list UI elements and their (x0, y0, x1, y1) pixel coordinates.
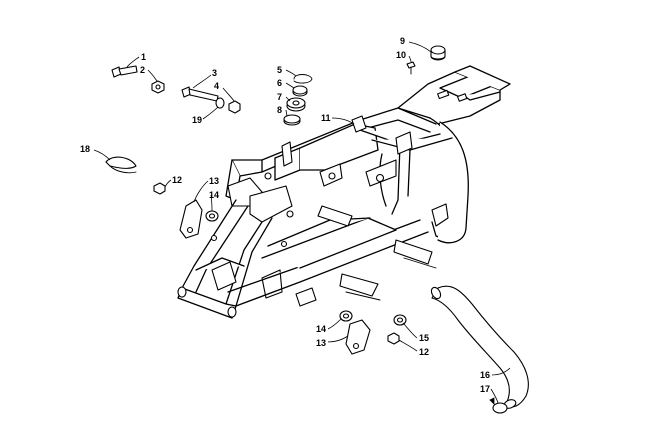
part-13-mount-upper (179, 199, 203, 239)
callout-2: 2 (140, 65, 145, 75)
callout-13-lower: 13 (316, 338, 326, 348)
part-14-bushing-upper (205, 210, 219, 222)
callout-9: 9 (400, 36, 405, 46)
part-7-bushing (286, 97, 306, 112)
callout-10: 10 (396, 50, 406, 60)
callout-13-upper: 13 (209, 176, 219, 186)
frame-assembly (177, 65, 511, 319)
part-9-bumper (430, 45, 446, 61)
callout-3: 3 (212, 68, 217, 78)
part-10-screw (406, 61, 416, 75)
callout-15: 15 (419, 333, 429, 343)
part-1-bolt (111, 65, 138, 78)
part-15-bushing (393, 314, 407, 326)
part-5-ring (293, 74, 313, 84)
part-8-washer (283, 114, 301, 126)
callout-12-lower: 12 (419, 347, 429, 357)
callout-17: 17 (480, 384, 490, 394)
part-16-hose (430, 285, 529, 409)
callout-14-lower: 14 (316, 324, 326, 334)
part-13-mount-lower (345, 319, 371, 355)
part-18-strap (105, 156, 137, 174)
callout-14-upper: 14 (209, 190, 219, 200)
callout-16: 16 (480, 370, 490, 380)
callout-18: 18 (80, 144, 90, 154)
part-6-nut (292, 85, 308, 97)
callout-12-upper: 12 (172, 175, 182, 185)
part-4-nut (228, 100, 241, 114)
part-3-bolt (181, 86, 219, 102)
callout-5: 5 (277, 65, 282, 75)
part-17-clamp (489, 397, 508, 414)
callout-8: 8 (277, 105, 282, 115)
callout-19: 19 (192, 115, 202, 125)
part-12-bolt-upper (153, 182, 166, 195)
part-14-bushing-lower (339, 310, 353, 322)
part-12-bolt-lower (387, 332, 400, 345)
callout-6: 6 (277, 78, 282, 88)
callout-7: 7 (277, 92, 282, 102)
callout-4: 4 (214, 81, 219, 91)
part-19-washer (215, 97, 225, 109)
leader-lines (93, 41, 511, 404)
part-2-nut (151, 80, 165, 94)
callout-1: 1 (141, 52, 146, 62)
callout-labels: 1 2 3 4 19 5 6 7 8 9 10 11 18 12 13 14 1… (80, 36, 490, 394)
callout-11: 11 (321, 113, 331, 123)
